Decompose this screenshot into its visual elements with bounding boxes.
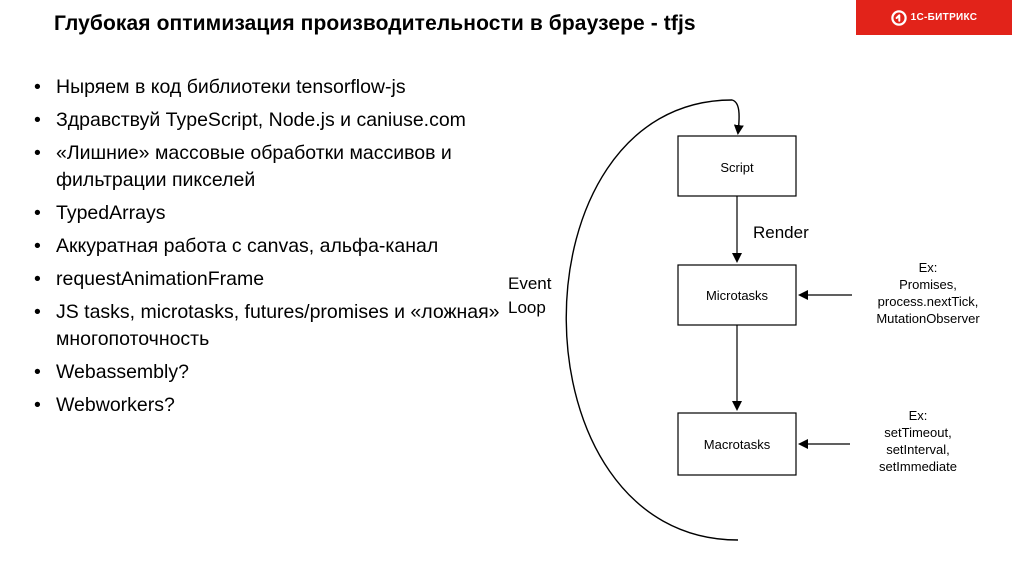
- macro-examples-line-1: Ex:: [909, 408, 928, 423]
- logo-wordmark: 1С-БИТРИКС: [910, 12, 978, 23]
- list-item: JS tasks, microtasks, futures/promises и…: [34, 299, 504, 353]
- event-loop-curve: [565, 99, 744, 541]
- microtasks-box-label: Microtasks: [706, 288, 769, 303]
- micro-examples-line-4: MutationObserver: [876, 311, 980, 326]
- list-item: Аккуратная работа с canvas, альфа-канал: [34, 233, 504, 260]
- list-item: TypedArrays: [34, 200, 504, 227]
- bullet-list: Ныряем в код библиотеки tensorflow-js Зд…: [34, 74, 504, 425]
- brand-logo: 1С-БИТРИКС: [856, 0, 1012, 35]
- list-item: Ныряем в код библиотеки tensorflow-js: [34, 74, 504, 101]
- macro-examples-line-3: setInterval,: [886, 442, 950, 457]
- micro-examples-line-3: process.nextTick,: [878, 294, 979, 309]
- micro-examples-line-2: Promises,: [899, 277, 957, 292]
- event-loop-diagram: Event Loop Script Render Microtasks Macr…: [470, 80, 1010, 550]
- macro-examples-line-4: setImmediate: [879, 459, 957, 474]
- list-item: Здравствуй TypeScript, Node.js и caniuse…: [34, 107, 504, 134]
- bitrix-logo-icon: [890, 9, 907, 26]
- script-box-label: Script: [720, 160, 754, 175]
- event-loop-diagram-svg: Event Loop Script Render Microtasks Macr…: [508, 99, 980, 541]
- macro-examples-line-2: setTimeout,: [884, 425, 951, 440]
- macrotasks-box: [677, 412, 797, 476]
- event-loop-label-line2: Loop: [508, 298, 546, 317]
- macrotasks-box-label: Macrotasks: [704, 437, 771, 452]
- render-label: Render: [753, 223, 809, 242]
- list-item: Webassembly?: [34, 359, 504, 386]
- event-loop-label-line1: Event: [508, 274, 552, 293]
- script-box: [677, 135, 797, 197]
- list-item: requestAnimationFrame: [34, 266, 504, 293]
- micro-examples-line-1: Ex:: [919, 260, 938, 275]
- list-item: «Лишние» массовые обработки массивов и ф…: [34, 140, 504, 194]
- slide-title: Глубокая оптимизация производительности …: [54, 12, 696, 35]
- list-item: Webworkers?: [34, 392, 504, 419]
- microtasks-box: [677, 264, 797, 326]
